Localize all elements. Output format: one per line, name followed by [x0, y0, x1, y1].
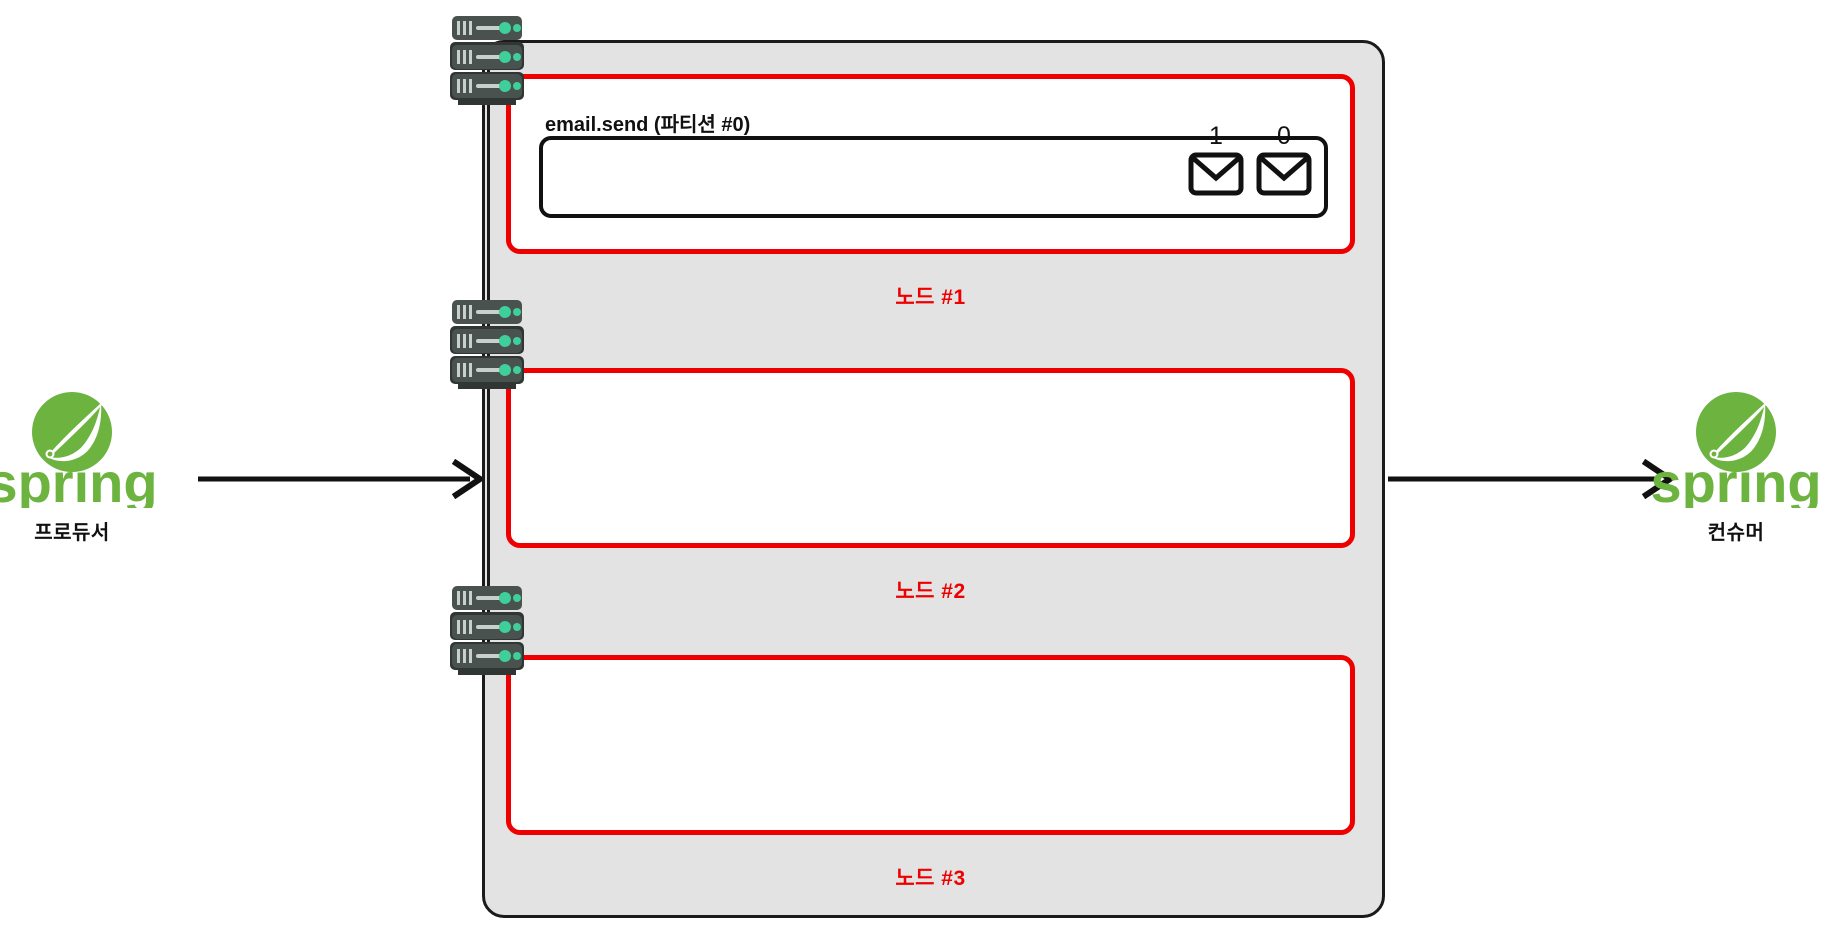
list-item: 1	[1188, 124, 1244, 196]
spring-wordmark-producer: spring	[0, 451, 158, 508]
server-rack-icon	[450, 586, 524, 675]
list-item: 0	[1256, 124, 1312, 196]
spring-logo-svg: spring	[0, 392, 158, 514]
partition-box: 1 0	[539, 124, 1328, 218]
partition-title: email.send (파티션 #0)	[545, 114, 751, 136]
server-rack-icon-node-2	[448, 298, 528, 390]
spring-wordmark-consumer: spring	[1650, 451, 1821, 508]
arrow-right-icon	[1388, 458, 1676, 500]
cluster-spine-line	[487, 60, 490, 650]
spring-logo-consumer: spring	[1636, 388, 1836, 514]
arrow-right-icon	[198, 458, 486, 500]
envelope-icon	[1188, 152, 1244, 196]
arrow-cluster-to-consumer	[1388, 458, 1678, 500]
node-label-3: 노드 #3	[895, 867, 966, 890]
node-label-1: 노드 #1	[895, 286, 966, 309]
producer-label: 프로듀서	[34, 522, 110, 544]
partition-message-list: 1 0	[1188, 124, 1312, 196]
envelope-icon	[1256, 152, 1312, 196]
server-rack-icon-node-3	[448, 584, 528, 676]
consumer-actor: spring 컨슈머	[1636, 388, 1836, 545]
node-box-3	[506, 655, 1355, 835]
spring-logo-svg: spring	[1650, 392, 1822, 514]
arrow-producer-to-cluster	[198, 458, 488, 500]
server-rack-icon	[450, 16, 524, 105]
producer-actor: spring 프로듀서	[0, 388, 172, 545]
server-rack-icon-node-1	[448, 14, 528, 106]
node-label-2: 노드 #2	[895, 580, 966, 603]
spring-logo-producer: spring	[0, 388, 172, 514]
consumer-label: 컨슈머	[1707, 522, 1765, 544]
message-offset-label: 0	[1277, 122, 1291, 150]
server-rack-icon	[450, 300, 524, 389]
message-offset-label: 1	[1209, 122, 1223, 150]
node-box-2	[506, 368, 1355, 548]
